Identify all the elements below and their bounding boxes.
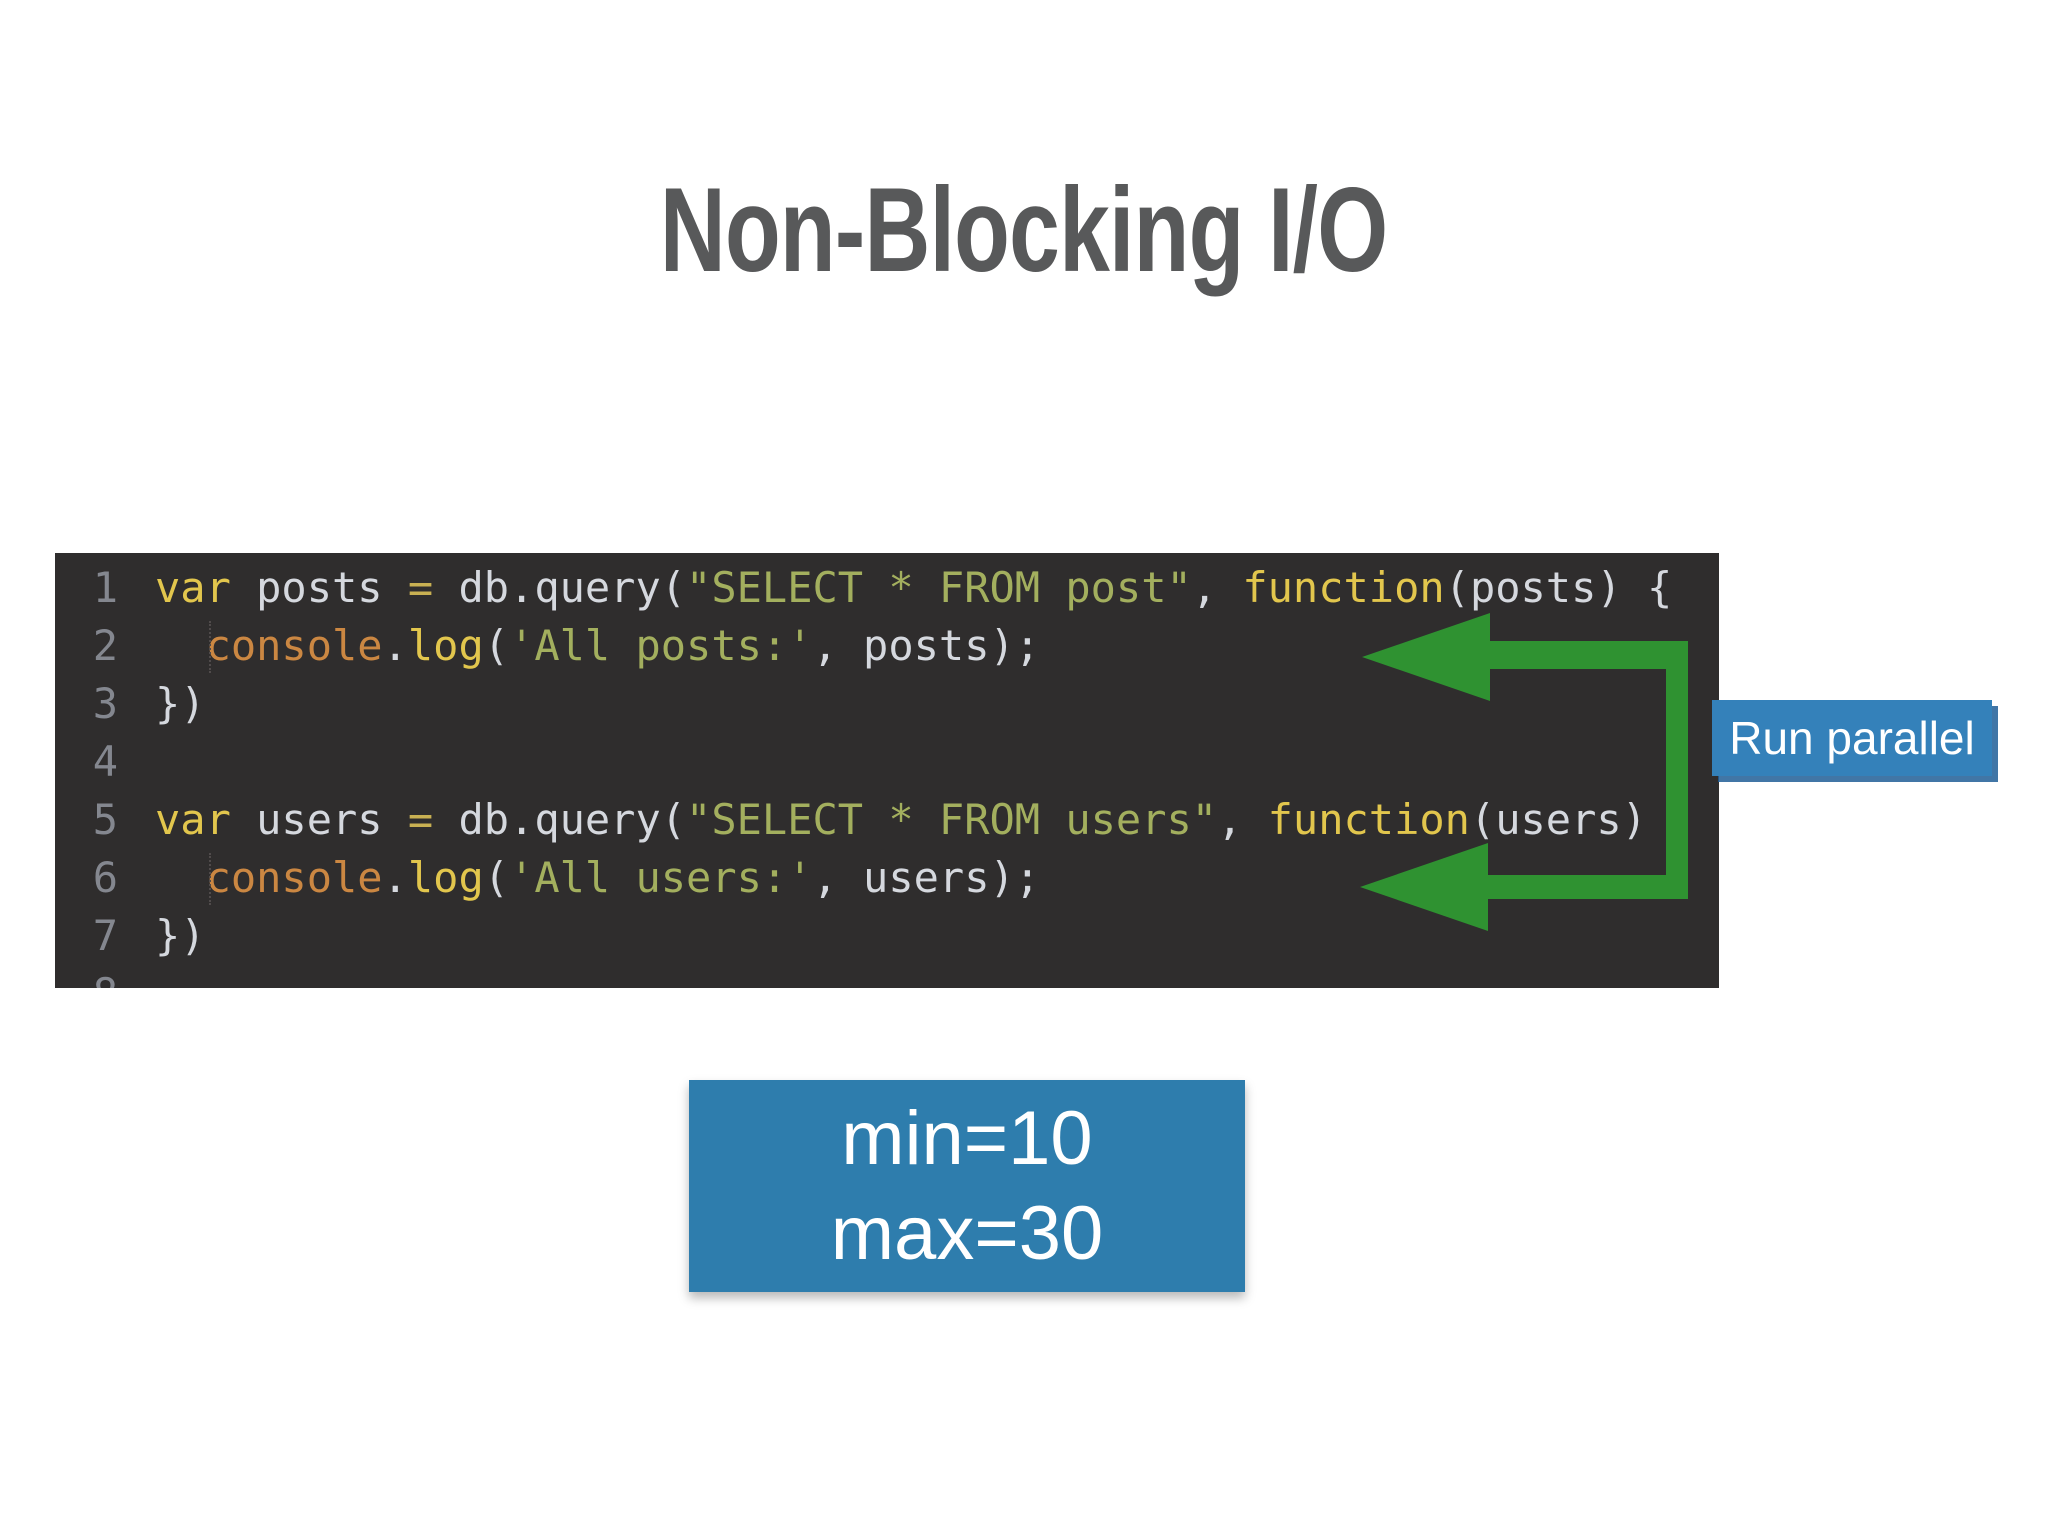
code-line: 7}) [55, 907, 1719, 965]
code-line: 2 console.log('All posts:', posts); [55, 617, 1719, 675]
line-number: 1 [92, 563, 118, 612]
parallel-arrow-connector-bar [1666, 650, 1688, 899]
code-text: var users = db.query("SELECT * FROM user… [155, 795, 1647, 844]
parallel-arrow-top-head-icon [1362, 613, 1490, 701]
minmax-callout-box: min=10 max=30 [689, 1080, 1245, 1292]
code-text: console.log('All posts:', posts); [205, 621, 1041, 670]
code-line: 3}) [55, 675, 1719, 733]
code-text: }) [155, 911, 206, 960]
code-lines: 1 var posts = db.query("SELECT * FROM pos… [55, 559, 1719, 988]
page-title-text: Non-Blocking I/O [660, 163, 1388, 297]
line-number: 4 [92, 737, 118, 786]
code-line: 8 [55, 965, 1719, 988]
run-parallel-text: Run parallel [1729, 712, 1975, 764]
page-title: Non-Blocking I/O [0, 170, 2048, 290]
min-value-text: min=10 [841, 1096, 1093, 1181]
line-number: 6 [92, 853, 118, 902]
indent-guide [209, 621, 211, 673]
code-text: var posts = db.query("SELECT * FROM post… [155, 563, 1673, 612]
parallel-arrow-bottom-shaft [1482, 875, 1688, 899]
line-number: 2 [92, 621, 118, 670]
code-text [118, 733, 155, 791]
line-number: 5 [92, 795, 118, 844]
max-value-text: max=30 [830, 1191, 1104, 1276]
code-line: 4 [55, 733, 1719, 791]
line-number: 7 [92, 911, 118, 960]
code-line: 1 var posts = db.query("SELECT * FROM pos… [55, 559, 1719, 617]
code-text: }) [155, 679, 206, 728]
code-line: 6 console.log('All users:', users); [55, 849, 1719, 907]
line-number: 3 [92, 679, 118, 728]
parallel-arrow-top-shaft [1482, 641, 1688, 669]
code-line: 5 var users = db.query("SELECT * FROM use… [55, 791, 1719, 849]
code-text [118, 965, 155, 988]
run-parallel-label: Run parallel [1712, 700, 1992, 776]
code-text: console.log('All users:', users); [205, 853, 1041, 902]
line-number: 8 [55, 965, 118, 988]
parallel-arrow-bottom-head-icon [1360, 843, 1488, 931]
indent-guide [209, 853, 211, 905]
